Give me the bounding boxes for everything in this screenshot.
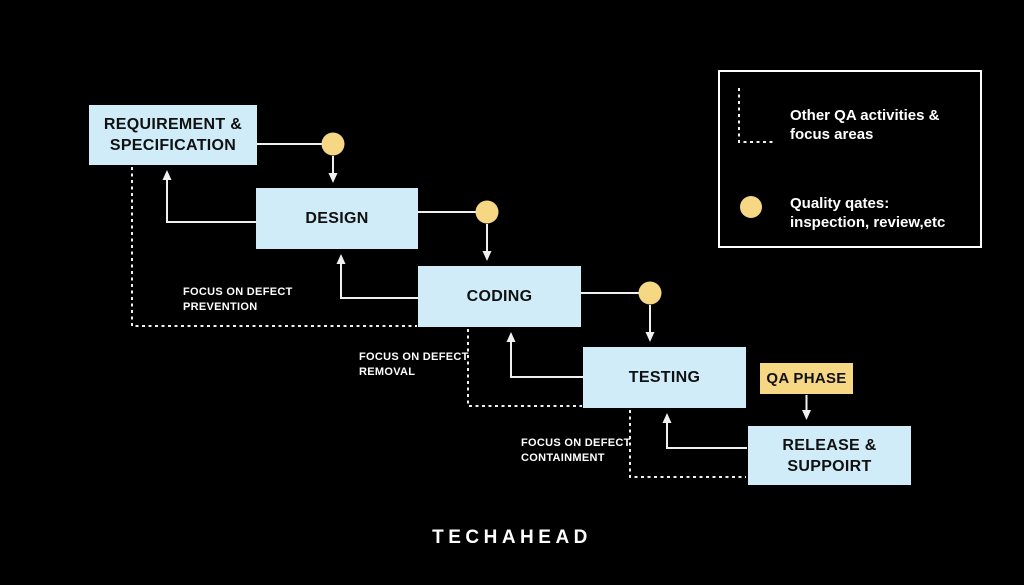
legend-quality-gate-icon — [740, 196, 762, 218]
phase-box-coding: CODING — [418, 266, 581, 327]
feedback-testing-to-coding — [506, 332, 583, 378]
focus-label-removal: FOCUS ON DEFECT REMOVAL — [359, 351, 469, 378]
techahead-logo: TECHAHEAD — [432, 527, 592, 548]
quality-gate-icon — [321, 132, 345, 156]
legend-dashed-corner-icon — [738, 88, 776, 143]
legend-gate-item-label: Quality qates: inspection, review,etc — [790, 195, 946, 231]
focus-label-prevention: FOCUS ON DEFECT PREVENTION — [183, 286, 293, 313]
feedback-coding-to-design — [336, 254, 418, 299]
legend-box — [718, 70, 982, 248]
qa-activity-path-containment — [629, 410, 746, 478]
quality-gate-icon — [638, 281, 662, 305]
phase-box-design: DESIGN — [256, 188, 418, 249]
qa-activity-path-prevention — [131, 167, 417, 327]
legend-dashed-item-label: Other QA activities & focus areas — [790, 107, 940, 143]
phase-box-release: RELEASE & SUPPOIRT — [748, 426, 911, 485]
feedback-release-to-testing — [662, 413, 747, 449]
phase-box-testing: TESTING — [583, 347, 746, 408]
focus-label-containment: FOCUS ON DEFECT CONTAINMENT — [521, 437, 631, 464]
qa-activity-path-removal — [467, 329, 582, 407]
phase-box-requirement: REQUIREMENT & SPECIFICATION — [89, 105, 257, 165]
quality-gate-icon — [475, 200, 499, 224]
qa-phase-badge: QA PHASE — [760, 363, 853, 394]
feedback-design-to-requirement — [162, 170, 257, 223]
